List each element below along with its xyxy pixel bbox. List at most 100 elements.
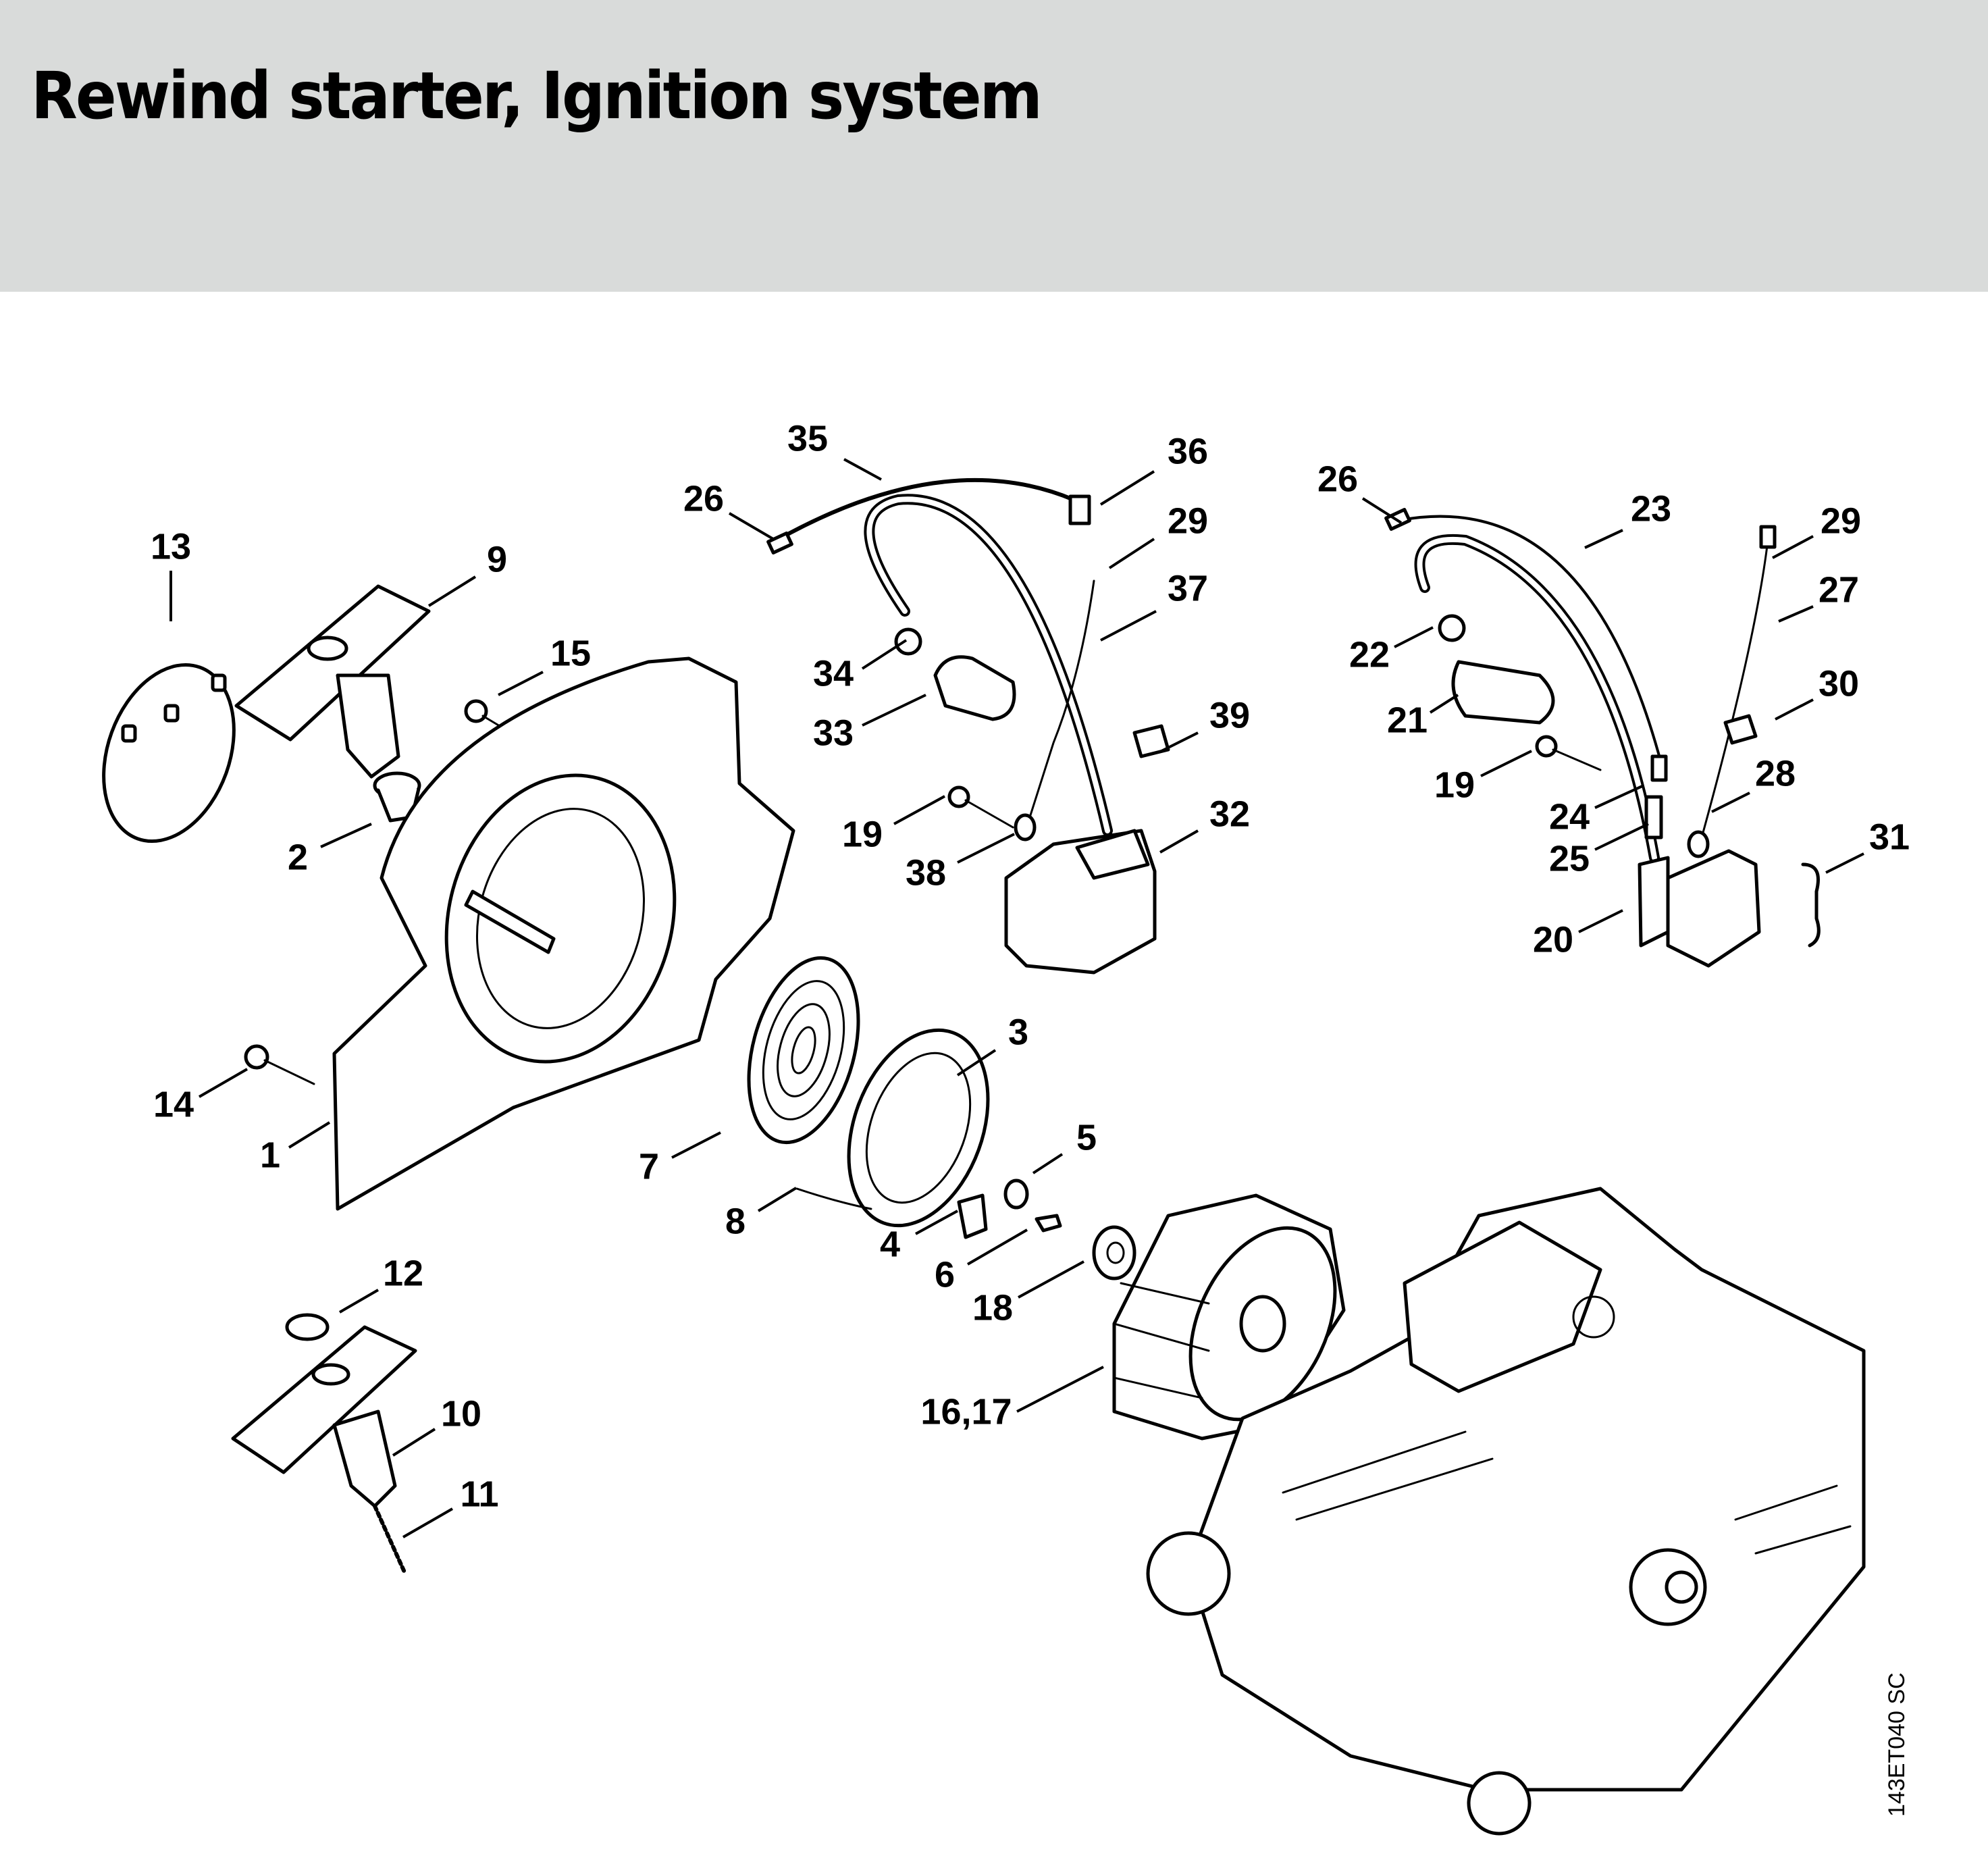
leader-line-c39: [1159, 731, 1199, 753]
leader-line-c33: [862, 694, 926, 727]
leader-line-c22: [1394, 626, 1434, 648]
parts-artwork: [102, 477, 1866, 1836]
leader-line-c15: [498, 671, 544, 696]
leader-line-c25: [1594, 823, 1649, 851]
leader-line-c36: [1099, 470, 1155, 506]
callout-c22[interactable]: 22: [1349, 634, 1390, 675]
callout-c30[interactable]: 30: [1819, 663, 1859, 704]
callout-c32[interactable]: 32: [1209, 794, 1250, 834]
callout-c26b[interactable]: 26: [1317, 459, 1358, 499]
leader-line-c28: [1711, 792, 1750, 813]
header-band: Rewind starter, Ignition system: [0, 0, 1988, 292]
part-screw-14: [244, 1044, 315, 1085]
callout-c9[interactable]: 9: [487, 539, 507, 579]
callout-c12[interactable]: 12: [383, 1253, 423, 1293]
callout-c14[interactable]: 14: [153, 1084, 194, 1124]
part-screw-15: [464, 699, 504, 729]
callout-c28[interactable]: 28: [1755, 753, 1796, 794]
callout-c7[interactable]: 7: [639, 1146, 659, 1187]
callout-c26a[interactable]: 26: [683, 478, 724, 519]
callout-c15[interactable]: 15: [550, 633, 591, 673]
leader-line-c19b: [1480, 750, 1532, 777]
leader-line-c32: [1159, 829, 1199, 854]
callout-c24[interactable]: 24: [1549, 796, 1590, 837]
part-engine-crankcase: [1146, 1187, 1866, 1836]
callout-c21[interactable]: 21: [1387, 700, 1428, 740]
leader-line-c29a: [1108, 538, 1155, 569]
leader-line-c7: [671, 1131, 721, 1159]
leader-line-c16_17: [1016, 1366, 1104, 1413]
callout-c35[interactable]: 35: [787, 418, 828, 459]
leader-line-c8: [757, 1187, 797, 1212]
callout-c1[interactable]: 1: [260, 1135, 280, 1175]
leader-line-c19a: [893, 795, 945, 825]
callout-c31[interactable]: 31: [1869, 817, 1910, 857]
leader-line-c27: [1778, 605, 1814, 623]
leader-line-c4: [915, 1210, 958, 1235]
part-starter-rope: [373, 1504, 407, 1576]
part-fan-housing: [332, 656, 795, 1211]
callout-c23[interactable]: 23: [1631, 488, 1671, 529]
callout-c20[interactable]: 20: [1533, 919, 1573, 960]
leader-line-c1: [288, 1121, 331, 1149]
callout-c33[interactable]: 33: [813, 713, 854, 753]
leader-line-c31: [1825, 852, 1864, 874]
leader-line-c24: [1594, 785, 1643, 809]
part-nut: [1092, 1225, 1136, 1280]
leader-line-c12: [338, 1289, 380, 1314]
leader-line-c3: [956, 1049, 997, 1077]
callout-leaders: [169, 458, 1864, 1538]
leader-line-c29b: [1772, 535, 1814, 559]
part-cover-disc: [102, 663, 236, 844]
page-title: Rewind starter, Ignition system: [31, 58, 1043, 134]
leader-line-c20: [1578, 909, 1623, 933]
callout-c38[interactable]: 38: [906, 852, 946, 893]
part-starter-grip-9: [234, 584, 431, 779]
leader-line-c21: [1429, 694, 1459, 714]
part-starter-grip-10: [231, 1325, 417, 1508]
part-spring-clip: [1035, 1214, 1062, 1233]
leader-line-c11: [402, 1507, 453, 1538]
leader-line-c38: [957, 833, 1015, 864]
callout-c16_17[interactable]: 16,17: [920, 1391, 1012, 1432]
callout-c19b[interactable]: 19: [1434, 765, 1475, 805]
callout-c39[interactable]: 39: [1209, 695, 1250, 735]
callout-c29b[interactable]: 29: [1821, 500, 1861, 541]
callout-c4[interactable]: 4: [880, 1224, 900, 1264]
callout-c13[interactable]: 13: [151, 526, 191, 567]
callout-c10[interactable]: 10: [441, 1393, 481, 1434]
leader-line-c26b: [1361, 497, 1403, 524]
leader-line-c5: [1032, 1153, 1064, 1174]
callout-c27[interactable]: 27: [1819, 569, 1859, 610]
callout-c2[interactable]: 2: [288, 837, 308, 877]
leader-line-c30: [1775, 698, 1814, 721]
drawing-code: 143ET040 SC: [1884, 1672, 1910, 1817]
part-rope-rotor: [795, 1028, 990, 1228]
callout-c18[interactable]: 18: [972, 1287, 1013, 1328]
part-ignition-module-left: [766, 477, 1170, 975]
leader-line-c10: [392, 1428, 436, 1457]
callout-c11[interactable]: 11: [460, 1474, 498, 1514]
part-flywheel: [1112, 1193, 1346, 1441]
callout-c6[interactable]: 6: [935, 1254, 955, 1295]
callout-c37[interactable]: 37: [1168, 568, 1208, 609]
part-pawl: [957, 1193, 988, 1239]
callout-c29a[interactable]: 29: [1168, 500, 1208, 541]
part-washer: [1003, 1179, 1029, 1210]
callout-c34[interactable]: 34: [813, 653, 854, 694]
leader-line-c18: [1018, 1260, 1084, 1299]
leader-line-c14: [198, 1068, 248, 1098]
leader-line-c23: [1584, 529, 1623, 549]
callout-c19a[interactable]: 19: [842, 814, 883, 854]
part-grip-cap: [285, 1313, 330, 1341]
leader-line-c34: [861, 639, 908, 670]
callout-c5[interactable]: 5: [1076, 1117, 1097, 1158]
leader-line-c37: [1100, 610, 1157, 642]
leader-line-c6: [966, 1228, 1028, 1266]
leader-line-c35: [843, 458, 882, 481]
callout-c8[interactable]: 8: [725, 1201, 746, 1241]
callout-c36[interactable]: 36: [1168, 431, 1208, 471]
callout-c25[interactable]: 25: [1549, 838, 1590, 879]
callout-c3[interactable]: 3: [1008, 1012, 1028, 1052]
